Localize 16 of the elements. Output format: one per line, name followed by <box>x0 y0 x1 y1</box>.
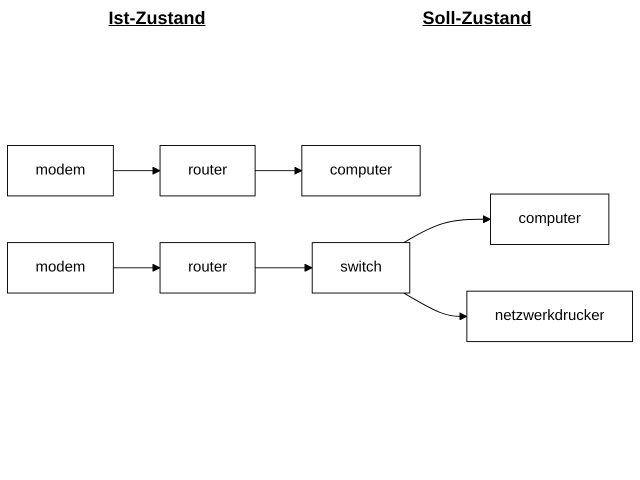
node-box: netzwerkdrucker <box>466 291 633 343</box>
node-box: modem <box>7 145 114 197</box>
node-box: computer <box>301 145 421 197</box>
section-heading: Soll-Zustand <box>422 8 532 29</box>
node-box: switch <box>312 242 410 294</box>
arrow <box>254 264 313 272</box>
arrow <box>403 216 491 244</box>
arrow <box>254 167 302 176</box>
arrow <box>112 167 160 176</box>
node-box: modem <box>7 242 114 294</box>
section-heading: Ist-Zustand <box>108 8 206 29</box>
node-box: router <box>160 145 256 197</box>
node-box: computer <box>490 194 610 246</box>
arrow <box>403 293 468 321</box>
node-box: router <box>160 242 256 294</box>
arrow <box>112 264 160 272</box>
